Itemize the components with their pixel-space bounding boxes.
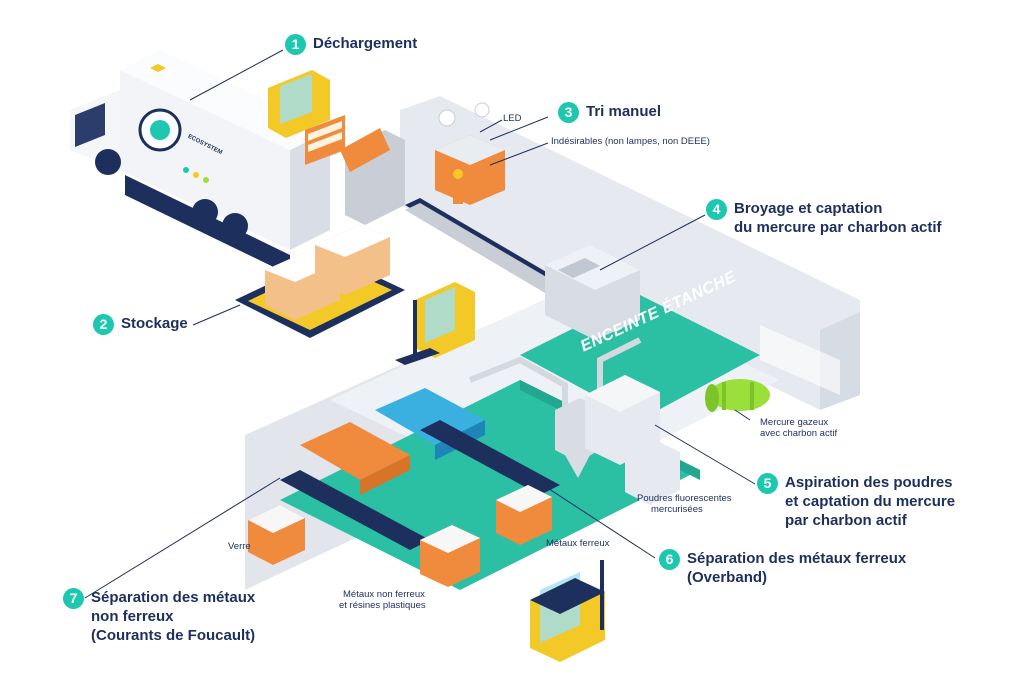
- step-title: Tri manuel: [586, 102, 661, 121]
- output-bins: [248, 485, 552, 587]
- step-6: 6 Séparation des métaux ferreux (Overban…: [659, 549, 906, 587]
- step-title-line: Aspiration des poudres: [785, 474, 953, 491]
- step-title-line: (Courants de Foucault): [91, 627, 256, 644]
- storage-area: [235, 225, 405, 338]
- forklift-unloading: [268, 70, 345, 165]
- step-title: Déchargement: [313, 34, 417, 53]
- step-1: 1 Déchargement: [285, 34, 417, 55]
- shredder: [545, 245, 640, 340]
- tag-poudres-line2: mercurisées: [651, 504, 703, 515]
- step-title-line: Séparation des métaux: [91, 589, 256, 606]
- leader-lines: [84, 49, 756, 599]
- step-number-badge: 5: [757, 473, 778, 494]
- step-title-line: (Overband): [687, 569, 768, 586]
- step-number-badge: 3: [558, 102, 579, 123]
- forklift-storage: [395, 282, 475, 365]
- step-2: 2 Stockage: [93, 314, 188, 335]
- step-title-line: non ferreux: [91, 608, 174, 625]
- tag-verre: Verre: [228, 541, 251, 552]
- tag-mercure-gazeux-line1: Mercure gazeux: [760, 417, 829, 428]
- step-title-line: Déchargement: [313, 35, 418, 52]
- step-title-line: Stockage: [121, 315, 188, 332]
- step-title-line: Broyage et captation: [734, 200, 883, 217]
- tag-mercure-gazeux-line2: avec charbon actif: [760, 428, 838, 439]
- step-7: 7 Séparation des métaux non ferreux (Cou…: [63, 588, 255, 645]
- overband-conveyor: [375, 388, 560, 495]
- delivery-truck: [70, 50, 330, 275]
- step-number-badge: 6: [659, 549, 680, 570]
- step-5: 5 Aspiration des poudres et captation du…: [757, 473, 955, 530]
- tag-non-ferreux-line1: Métaux non ferreux: [343, 589, 425, 600]
- step-4: 4 Broyage et captation du mercure par ch…: [706, 199, 942, 237]
- step-number-badge: 2: [93, 314, 114, 335]
- step-title: Séparation des métaux ferreux (Overband): [687, 549, 906, 587]
- step-title: Aspiration des poudres et captation du m…: [785, 473, 955, 530]
- step-title: Stockage: [121, 314, 188, 333]
- step-title-line: et captation du mercure: [785, 493, 956, 510]
- step-title-line: Séparation des métaux ferreux: [687, 550, 907, 567]
- tag-non-ferreux-line2: et résines plastiques: [339, 600, 426, 611]
- tag-poudres-line1: Poudres fluorescentes: [637, 493, 732, 504]
- step-title-line: par charbon actif: [785, 512, 907, 529]
- forklift-output: [530, 560, 605, 662]
- step-title: Broyage et captation du mercure par char…: [734, 199, 942, 237]
- manual-sorting-station: [340, 102, 505, 225]
- powder-extraction-unit: [555, 375, 680, 505]
- activated-carbon-tank: [705, 379, 770, 412]
- step-number-badge: 4: [706, 199, 727, 220]
- tag-indesirables: Indésirables (non lampes, non DEEE): [551, 136, 710, 147]
- tag-led: LED: [503, 113, 522, 124]
- step-number-badge: 1: [285, 34, 306, 55]
- tag-metaux-ferreux: Métaux ferreux: [546, 538, 610, 549]
- step-title-line: du mercure par charbon actif: [734, 219, 942, 236]
- step-title: Séparation des métaux non ferreux (Coura…: [91, 588, 255, 645]
- eddy-current-conveyor: [280, 422, 430, 550]
- step-title-line: Tri manuel: [586, 103, 662, 120]
- main-conveyor: [405, 198, 560, 293]
- step-3: 3 Tri manuel: [558, 102, 661, 123]
- step-number-badge: 7: [63, 588, 84, 609]
